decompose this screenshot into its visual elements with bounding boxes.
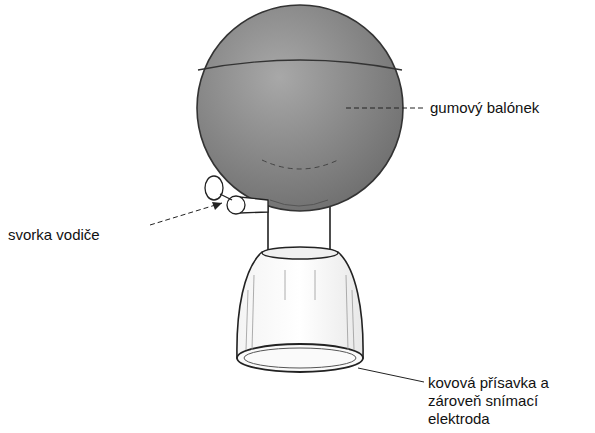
cup-top-rim — [262, 247, 338, 259]
cup-shading — [246, 270, 354, 350]
part-label: gumový balónek — [430, 99, 539, 117]
leader-line — [346, 108, 424, 109]
cup-inner-rim — [244, 348, 356, 368]
part-label: kovová přísavka a zároveň snímací elektr… — [428, 374, 588, 428]
leader-line — [150, 203, 222, 225]
balloon-inner-edge — [262, 160, 338, 169]
part-label: svorka vodiče — [8, 226, 100, 244]
cup-bottom-rim — [237, 344, 363, 372]
metal-cup — [237, 252, 363, 358]
leader-arrowhead — [212, 202, 222, 210]
wire-clamp — [205, 176, 268, 214]
neck-ring — [270, 200, 328, 206]
leader-line — [358, 368, 424, 382]
balloon-seam — [198, 60, 402, 70]
